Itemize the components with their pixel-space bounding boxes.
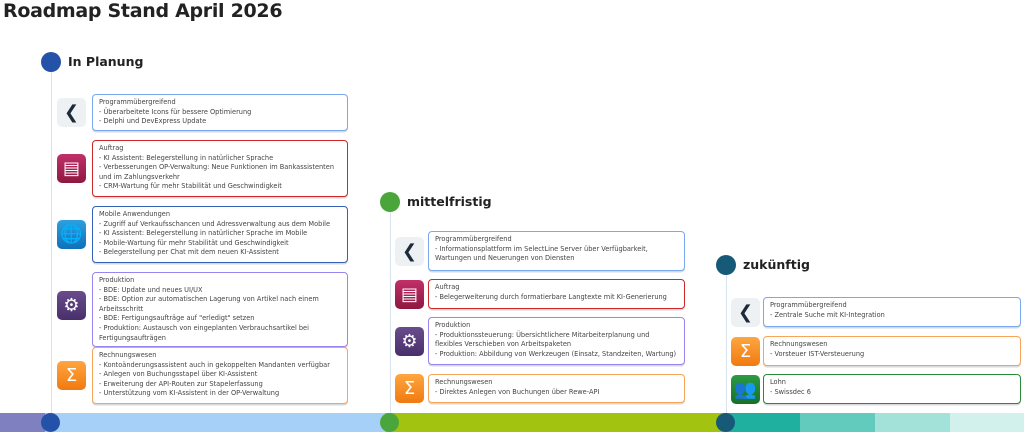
timeline-connector — [390, 202, 391, 422]
timeline-connector — [51, 62, 52, 422]
card-item: - Mobile-Wartung für mehr Stabilität und… — [99, 238, 289, 247]
globe-gear-icon: 🌐 — [57, 220, 86, 249]
sigma-icon: Σ — [395, 374, 424, 403]
roadmap-card: Mobile Anwendungen- Zugriff auf Verkaufs… — [92, 206, 348, 263]
people-icon: 👥 — [731, 374, 760, 404]
gear-wrench-icon: ⚙ — [395, 326, 424, 356]
card-item: - Kontoänderungsassistent auch in gekopp… — [99, 360, 330, 369]
page-title: Roadmap Stand April 2026 — [3, 0, 283, 22]
card-item: - KI Assistent: Belegerstellung in natür… — [99, 229, 308, 238]
selectline-logo-icon: ❮ — [395, 236, 424, 266]
phase-label: zukünftig — [743, 257, 810, 272]
card-item: - BDE: Update und neues UI/UX — [99, 285, 203, 294]
roadmap-card: Programmübergreifend- Zentrale Suche mit… — [763, 297, 1021, 327]
roadmap-card: Auftrag- Belegerweiterung durch formatie… — [428, 279, 685, 309]
timeline-segment — [385, 413, 725, 432]
roadmap-card: Auftrag- KI Assistent: Belegerstellung i… — [92, 140, 348, 197]
card-item: - Swissdec 6 — [770, 387, 811, 396]
card-category: Programmübergreifend — [99, 98, 176, 106]
card-category: Rechnungswesen — [99, 351, 157, 359]
roadmap-card: Rechnungswesen- Direktes Anlegen von Buc… — [428, 374, 685, 403]
selectline-logo-icon: ❮ — [57, 98, 86, 127]
roadmap-card: Programmübergreifend- Überarbeitete Icon… — [92, 94, 348, 131]
timeline-segment — [45, 413, 385, 432]
card-category: Lohn — [770, 378, 786, 386]
card-item: - Verbesserungen OP-Verwaltung: Neue Fun… — [99, 163, 334, 181]
documents-icon: ▤ — [395, 279, 424, 309]
card-category: Produktion — [99, 276, 135, 284]
roadmap-card: Rechnungswesen- Kontoänderungsassistent … — [92, 347, 348, 404]
card-item: - Unterstützung vom KI-Assistent in der … — [99, 389, 280, 398]
timeline-marker — [380, 413, 399, 432]
timeline-segment — [725, 413, 800, 432]
card-item: - BDE: Fertigungsaufträge auf "erledigt"… — [99, 314, 255, 323]
gear-wrench-icon: ⚙ — [57, 290, 86, 320]
roadmap-card: Lohn- Swissdec 6 — [763, 374, 1021, 404]
card-item: - Anlegen von Buchungsstapel über KI-Ass… — [99, 370, 258, 379]
timeline-marker — [716, 413, 735, 432]
card-item: - Zugriff auf Verkaufsschancen und Adres… — [99, 219, 331, 228]
card-item: - Vorsteuer IST-Versteuerung — [770, 349, 865, 358]
card-category: Programmübergreifend — [770, 301, 847, 309]
card-item: - CRM-Wartung für mehr Stabilität und Ge… — [99, 182, 282, 191]
roadmap-card: Rechnungswesen- Vorsteuer IST-Versteueru… — [763, 336, 1021, 366]
card-item: - KI Assistent: Belegerstellung in natür… — [99, 153, 274, 162]
timeline-segment — [800, 413, 875, 432]
card-item: - BDE: Option zur automatischen Lagerung… — [99, 295, 319, 313]
timeline-marker — [41, 413, 60, 432]
card-category: Auftrag — [435, 283, 460, 291]
sigma-icon: Σ — [731, 336, 760, 366]
phase-marker — [41, 52, 61, 72]
card-item: - Produktion: Abbildung von Werkzeugen (… — [435, 349, 677, 358]
card-item: - Erweiterung der API-Routen zur Stapele… — [99, 379, 263, 388]
card-item: - Belegerweiterung durch formatierbare L… — [435, 292, 667, 301]
card-category: Mobile Anwendungen — [99, 210, 171, 218]
card-category: Programmübergreifend — [435, 235, 512, 243]
card-item: - Zentrale Suche mit KI-Integration — [770, 310, 885, 319]
timeline-segment — [0, 413, 45, 432]
roadmap-card: Produktion- Produktionssteuerung: Übersi… — [428, 317, 685, 365]
phase-label: mittelfristig — [407, 194, 492, 209]
card-item: - Direktes Anlegen von Buchungen über Re… — [435, 387, 600, 396]
card-item: - Überarbeitete Icons für bessere Optimi… — [99, 107, 252, 116]
sigma-icon: Σ — [57, 361, 86, 390]
card-item: - Delphi und DevExpress Update — [99, 117, 207, 126]
card-item: - Informationsplattform im SelectLine Se… — [435, 244, 648, 263]
selectline-logo-icon: ❮ — [731, 297, 760, 327]
card-category: Produktion — [435, 321, 471, 329]
phase-label: In Planung — [68, 54, 144, 69]
roadmap-card: Programmübergreifend- Informationsplattf… — [428, 231, 685, 271]
card-item: - Produktionssteuerung: Übersichtlichere… — [435, 330, 650, 349]
timeline-segment — [950, 413, 1024, 432]
timeline-segment — [875, 413, 950, 432]
card-category: Rechnungswesen — [435, 378, 493, 386]
roadmap-card: Produktion- BDE: Update und neues UI/UX-… — [92, 272, 348, 348]
phase-marker — [380, 192, 400, 212]
phase-marker — [716, 255, 736, 275]
card-category: Rechnungswesen — [770, 340, 828, 348]
timeline-connector — [726, 265, 727, 422]
card-item: - Produktion: Austausch von eingeplanten… — [99, 323, 309, 342]
card-item: - Belegerstellung per Chat mit dem neuen… — [99, 248, 279, 257]
card-category: Auftrag — [99, 144, 124, 152]
documents-icon: ▤ — [57, 154, 86, 183]
